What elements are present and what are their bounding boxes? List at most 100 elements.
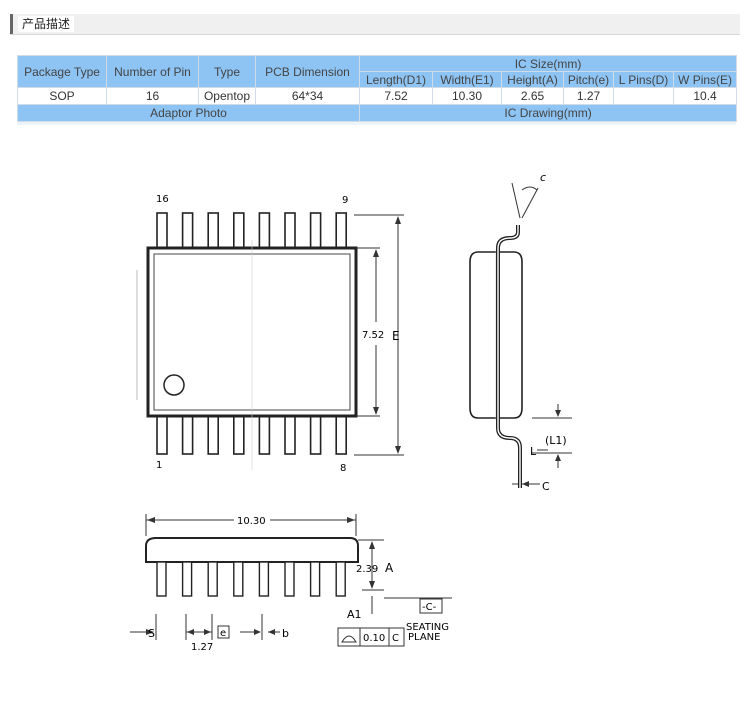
height-label: A	[385, 561, 394, 575]
cell-package-type: SOP	[17, 87, 107, 105]
arrow-e-up	[395, 216, 401, 224]
l-label: L	[530, 445, 537, 458]
theta-label: c	[540, 171, 546, 184]
arrow-e1-up	[373, 249, 379, 257]
pin-1-label: 1	[156, 460, 162, 471]
top-pins	[156, 212, 348, 250]
arrow-e1-down	[373, 407, 379, 415]
cell-number-of-pin: 16	[106, 87, 199, 105]
cell-height: 2.65	[501, 87, 564, 105]
tolerance-value: 0.10	[363, 633, 385, 644]
section-accent	[10, 14, 13, 34]
l1-label: (L1)	[545, 434, 567, 447]
top-pin	[156, 212, 168, 250]
header-ic-size: IC Size(mm)	[358, 55, 738, 72]
header-l-pins: L Pins(D)	[613, 71, 674, 88]
seating-label-2: PLANE	[408, 632, 440, 643]
height-arrow-up	[369, 541, 375, 549]
bottom-pin	[181, 415, 194, 455]
theta-line-a	[511, 182, 521, 219]
header-type: Type	[198, 55, 256, 88]
c-label: C	[542, 480, 550, 493]
b-label: b	[282, 627, 289, 640]
width-arrow-right	[347, 517, 355, 523]
side-lead-inner	[497, 225, 521, 488]
table-bottom-stripe	[17, 122, 736, 125]
b-arrow-left	[254, 629, 261, 635]
bottom-pin	[335, 415, 348, 455]
header-package-type: Package Type	[17, 55, 107, 88]
header-pitch: Pitch(e)	[563, 71, 614, 88]
adaptor-photo-header: Adaptor Photo	[17, 104, 360, 122]
front-lead	[207, 561, 218, 597]
front-lead	[233, 561, 244, 597]
cell-width: 10.30	[432, 87, 502, 105]
top-pin	[181, 212, 194, 250]
front-lead	[284, 561, 295, 597]
pin-8-label: 8	[340, 463, 346, 474]
pin-16-label: 16	[156, 194, 169, 205]
b-arrow-right	[268, 629, 275, 635]
top-pin	[284, 212, 296, 250]
cell-w-pins: 10.4	[672, 87, 738, 105]
side-view: c (L1) L C	[469, 171, 572, 493]
front-lead	[335, 561, 346, 597]
height-value: 2.39	[356, 564, 378, 575]
profile-symbol-icon	[341, 635, 357, 643]
front-lead	[309, 561, 321, 597]
top-pin	[258, 212, 271, 250]
top-pin	[233, 212, 245, 250]
ic-drawing-header: IC Drawing(mm)	[358, 104, 738, 122]
bottom-pin	[207, 415, 219, 455]
header-length: Length(D1)	[359, 71, 433, 88]
pin1-marker	[163, 374, 185, 396]
datum-label: -C-	[422, 602, 437, 613]
front-lead	[156, 561, 167, 597]
s-label: S	[148, 627, 155, 640]
top-pin	[207, 212, 219, 250]
c-arrow	[522, 481, 529, 487]
header-w-pins: W Pins(E)	[672, 71, 738, 88]
bottom-pin	[233, 415, 245, 455]
l1-arrow-top	[555, 410, 561, 417]
bottom-pin	[156, 415, 168, 455]
header-height: Height(A)	[501, 71, 564, 88]
s-arrow	[146, 629, 154, 635]
pitch-arrow-left	[187, 629, 194, 635]
front-leads	[156, 561, 346, 597]
width-arrow-left	[147, 517, 155, 523]
top-pin	[309, 212, 322, 250]
theta-arc	[521, 186, 538, 191]
datum-box	[419, 598, 443, 614]
pitch-arrow-right	[204, 629, 211, 635]
tolerance-datum: C	[392, 633, 399, 644]
bottom-pins	[156, 415, 348, 455]
header-number-of-pin: Number of Pin	[106, 55, 199, 88]
section-header: 产品描述	[10, 14, 740, 35]
top-view: 16 9 1 8 7.52 E	[136, 194, 404, 474]
a1-label: A1	[347, 608, 362, 621]
bottom-pin	[258, 415, 271, 455]
e-box	[217, 625, 230, 639]
arrow-e-down	[395, 446, 401, 454]
cell-type: Opentop	[198, 87, 256, 105]
width-value: 10.30	[237, 516, 266, 527]
width-text-bg	[234, 514, 270, 526]
front-lead	[181, 561, 193, 597]
e-label: e	[220, 628, 226, 639]
ic-drawing: 16 9 1 8 7.52 E c (L1) L C 10.3	[130, 171, 572, 653]
l1-arrow-bottom	[555, 454, 561, 461]
section-title: 产品描述	[18, 16, 75, 32]
bottom-pin	[309, 415, 322, 455]
header-pcb-dimension: PCB Dimension	[255, 55, 360, 88]
cell-pcb-dimension: 64*34	[255, 87, 360, 105]
front-lead	[258, 561, 270, 597]
front-view: 10.30 2.39 A A1 -C- SEATING PLANE 0.10 C…	[130, 514, 452, 653]
height-arrow-down	[369, 581, 375, 589]
cell-length: 7.52	[359, 87, 433, 105]
spec-table: Package Type Number of Pin Type PCB Dime…	[17, 55, 738, 122]
bottom-pin	[284, 415, 296, 455]
seating-label-1: SEATING	[406, 622, 449, 633]
dim-e-label: E	[392, 329, 400, 343]
cell-l-pins	[613, 87, 674, 105]
